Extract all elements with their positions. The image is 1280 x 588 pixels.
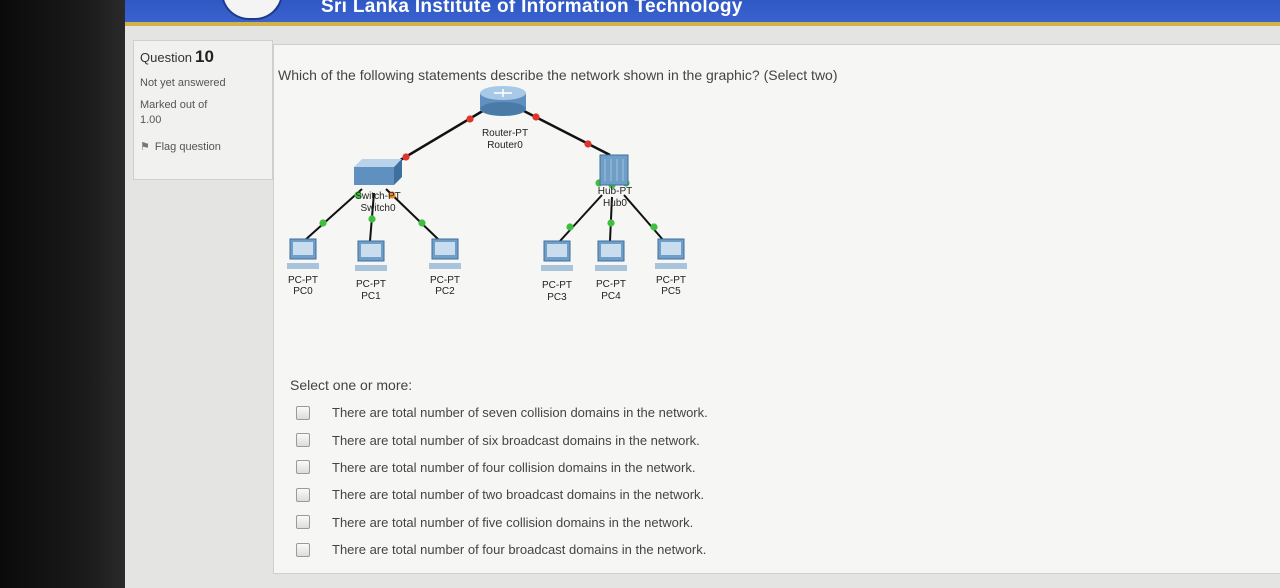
answer-checkbox[interactable]	[296, 487, 310, 502]
question-text: Which of the following statements descri…	[278, 67, 838, 83]
link-status-dot	[418, 219, 426, 227]
pc2-type-label: PC-PT	[430, 275, 460, 286]
select-instruction: Select one or more:	[290, 377, 413, 393]
pc4-type-label: PC-PT	[596, 279, 626, 290]
answer-status: Not yet answered	[140, 77, 226, 89]
answer-option[interactable]: There are total number of four collision…	[296, 454, 708, 481]
switch-name-label: Switch0	[360, 203, 395, 214]
link-switch-pc0	[303, 188, 363, 242]
switch-type-label: Switch-PT	[355, 191, 401, 202]
pc1-icon	[355, 240, 387, 271]
answer-checkbox[interactable]	[296, 460, 310, 475]
pc2-icon	[429, 238, 461, 269]
answer-option-text: There are total number of two broadcast …	[332, 487, 705, 503]
flag-question-label: Flag question	[154, 141, 221, 153]
flag-question-link[interactable]: ⚑ Flag question	[140, 140, 266, 153]
flag-icon: ⚑	[140, 141, 150, 153]
pc3-icon	[541, 240, 573, 271]
link-hub-pc5	[623, 194, 665, 242]
link-status-dot	[354, 191, 362, 199]
link-status-dot	[402, 153, 410, 161]
pc3-type-label: PC-PT	[542, 280, 572, 291]
answer-checkbox[interactable]	[296, 433, 310, 448]
pc1-name-label: PC1	[361, 291, 381, 302]
link-status-dot	[607, 219, 615, 227]
pc0-name-label: PC0	[293, 286, 313, 297]
answer-options: There are total number of seven collisio…	[296, 399, 708, 563]
institute-logo	[221, 0, 283, 20]
answer-checkbox[interactable]	[296, 542, 310, 557]
router-name-label: Router0	[487, 140, 523, 151]
answer-option-text: There are total number of seven collisio…	[332, 405, 708, 421]
site-title: Sri Lanka Institute of Information Techn…	[321, 0, 743, 17]
pc0-type-label: PC-PT	[288, 275, 318, 286]
router-type-label: Router-PT	[482, 128, 528, 139]
pc4-icon	[595, 240, 627, 271]
monitor-bezel	[0, 0, 125, 588]
link-switch-pc2	[385, 188, 441, 242]
link-status-dot	[532, 113, 540, 121]
switch-icon	[354, 159, 402, 185]
answer-option-text: There are total number of six broadcast …	[332, 432, 700, 448]
pc3-name-label: PC3	[547, 292, 567, 303]
link-status-dot	[368, 215, 376, 223]
link-hub-pc3	[559, 194, 603, 242]
question-content: Which of the following statements descri…	[273, 44, 1280, 574]
answer-option[interactable]: There are total number of four broadcast…	[296, 536, 708, 563]
link-status-dot	[584, 140, 592, 148]
hub-type-label: Hub-PT	[598, 186, 632, 197]
pc1-type-label: PC-PT	[356, 279, 386, 290]
answer-option-text: There are total number of five collision…	[332, 514, 694, 530]
browser-screen: Sri Lanka Institute of Information Techn…	[125, 0, 1280, 588]
answer-option[interactable]: There are total number of five collision…	[296, 509, 708, 536]
hub-icon	[599, 154, 629, 186]
router-icon	[480, 86, 526, 116]
question-word: Question	[140, 50, 193, 65]
answer-option[interactable]: There are total number of six broadcast …	[296, 426, 708, 453]
answer-option[interactable]: There are total number of seven collisio…	[296, 399, 708, 426]
link-status-dot	[388, 191, 396, 199]
site-header: Sri Lanka Institute of Information Techn…	[125, 0, 1280, 26]
pc5-type-label: PC-PT	[656, 275, 686, 286]
link-status-dot	[566, 223, 574, 231]
link-status-dot	[466, 115, 474, 123]
answer-option-text: There are total number of four broadcast…	[332, 542, 707, 558]
pc5-icon	[655, 238, 687, 269]
answer-checkbox[interactable]	[296, 405, 310, 420]
pc0-icon	[287, 238, 319, 269]
network-diagram: Router-PT Router0 Switch-PT Switch0 Hub-…	[287, 86, 687, 303]
hub-name-label: Hub0	[603, 198, 627, 209]
answer-option[interactable]: There are total number of two broadcast …	[296, 481, 708, 508]
answer-checkbox[interactable]	[296, 515, 310, 530]
answer-option-text: There are total number of four collision…	[332, 459, 696, 475]
link-status-dot	[319, 219, 327, 227]
pc2-name-label: PC2	[435, 286, 455, 297]
question-number: 10	[195, 47, 214, 66]
link-status-dot	[650, 223, 658, 231]
link-hub-pc4	[609, 196, 613, 242]
pc5-name-label: PC5	[661, 286, 681, 297]
pc4-name-label: PC4	[601, 291, 621, 302]
marked-out-of: Marked out of 1.00	[140, 99, 208, 126]
